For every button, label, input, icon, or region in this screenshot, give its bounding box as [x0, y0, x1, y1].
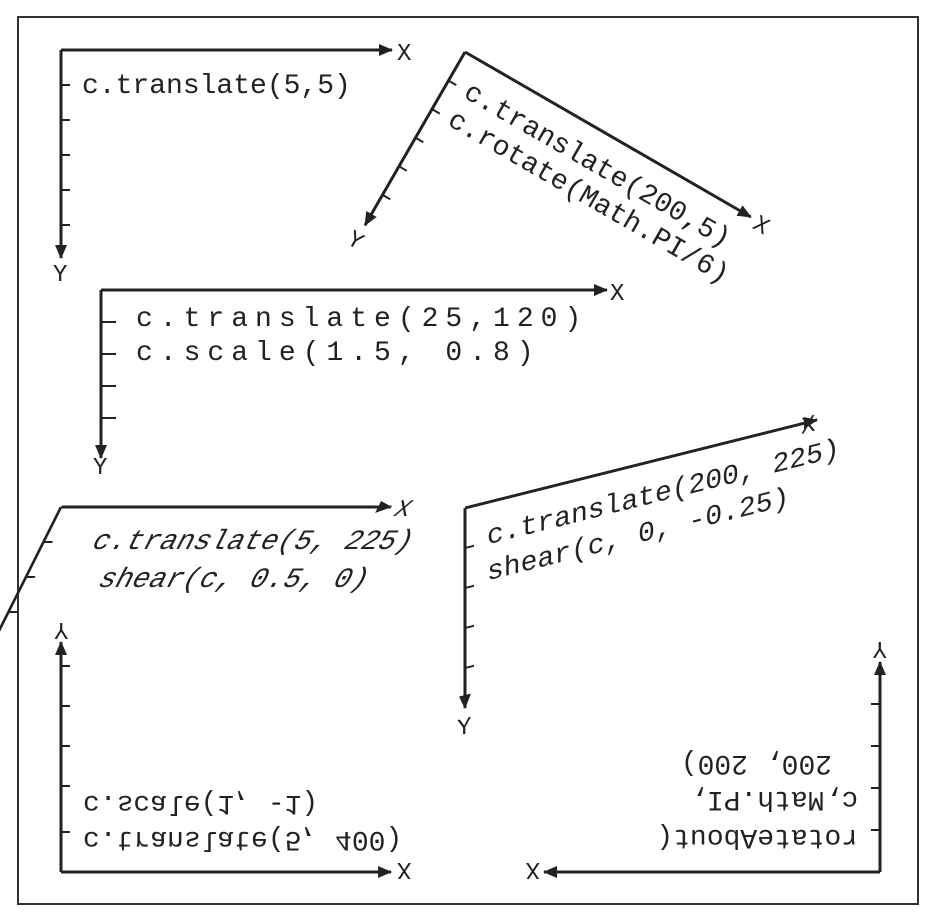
y-axis-label: Y — [457, 714, 472, 744]
x-axis — [464, 50, 752, 219]
x-axis-label: X — [389, 496, 417, 523]
code-line-2: shear(c, 0.5, 0) — [92, 563, 377, 595]
y-ticks — [382, 79, 457, 201]
panel-shear-x: X Y c.translate(5, 225) shear(c, 0.5, 0) — [0, 496, 421, 717]
x-axis-label: X — [397, 41, 411, 68]
y-ticks — [465, 544, 474, 669]
y-ticks — [0, 541, 53, 648]
code-line-1: c.translate(5,5) — [82, 71, 351, 102]
y-axis-label: Y — [54, 615, 68, 642]
panel-flip-vertical: X Y c.translate(5, 400) c.scale(1, -1) — [54, 615, 411, 882]
code-line-1: c.translate(5, 225) — [86, 525, 421, 557]
panel-scale: X Y c.translate(25,120) c.scale(1.5, 0.8… — [93, 281, 624, 482]
y-axis — [363, 51, 467, 227]
code-line-1: c.translate(200,5) — [458, 78, 735, 256]
y-axis-label: Y — [342, 226, 368, 257]
code-line-1: c.translate(25,120) — [136, 304, 588, 335]
code-line-2: c,Math.PI, — [690, 783, 858, 814]
x-axis — [465, 417, 818, 510]
y-axis-label: Y — [873, 634, 887, 661]
x-axis-label: X — [397, 855, 411, 882]
y-axis-label: Y — [53, 262, 67, 289]
code-line-3: 200, 200) — [681, 747, 832, 778]
code-line-2: c.scale(1, -1) — [83, 787, 318, 818]
code-line-2: c.rotate(Math.PI/6) — [442, 105, 734, 291]
panel-rotate: X Y c.translate(200,5) c.rotate(Math.PI/… — [342, 50, 773, 292]
code-line-2: c.scale(1.5, 0.8) — [136, 338, 541, 369]
code-line-1: c.translate(5, 400) — [83, 823, 402, 854]
y-ticks — [61, 665, 70, 833]
x-axis-label: X — [801, 412, 816, 442]
x-axis-label: X — [610, 281, 624, 308]
y-ticks — [101, 321, 116, 419]
y-axis-label: Y — [93, 455, 107, 482]
code-line-1: rotateAbout( — [656, 821, 858, 852]
y-ticks — [871, 703, 880, 831]
y-ticks — [61, 84, 70, 226]
outer-frame — [17, 16, 919, 905]
panel-translate-5-5: X Y c.translate(5,5) — [53, 41, 411, 289]
panel-rotate-about: X Y rotateAbout( c,Math.PI, 200, 200) — [526, 634, 887, 882]
x-axis-label: X — [526, 855, 540, 882]
panel-shear-y: X Y c.translate(200, 225) shear(c, 0, -0… — [457, 412, 840, 744]
